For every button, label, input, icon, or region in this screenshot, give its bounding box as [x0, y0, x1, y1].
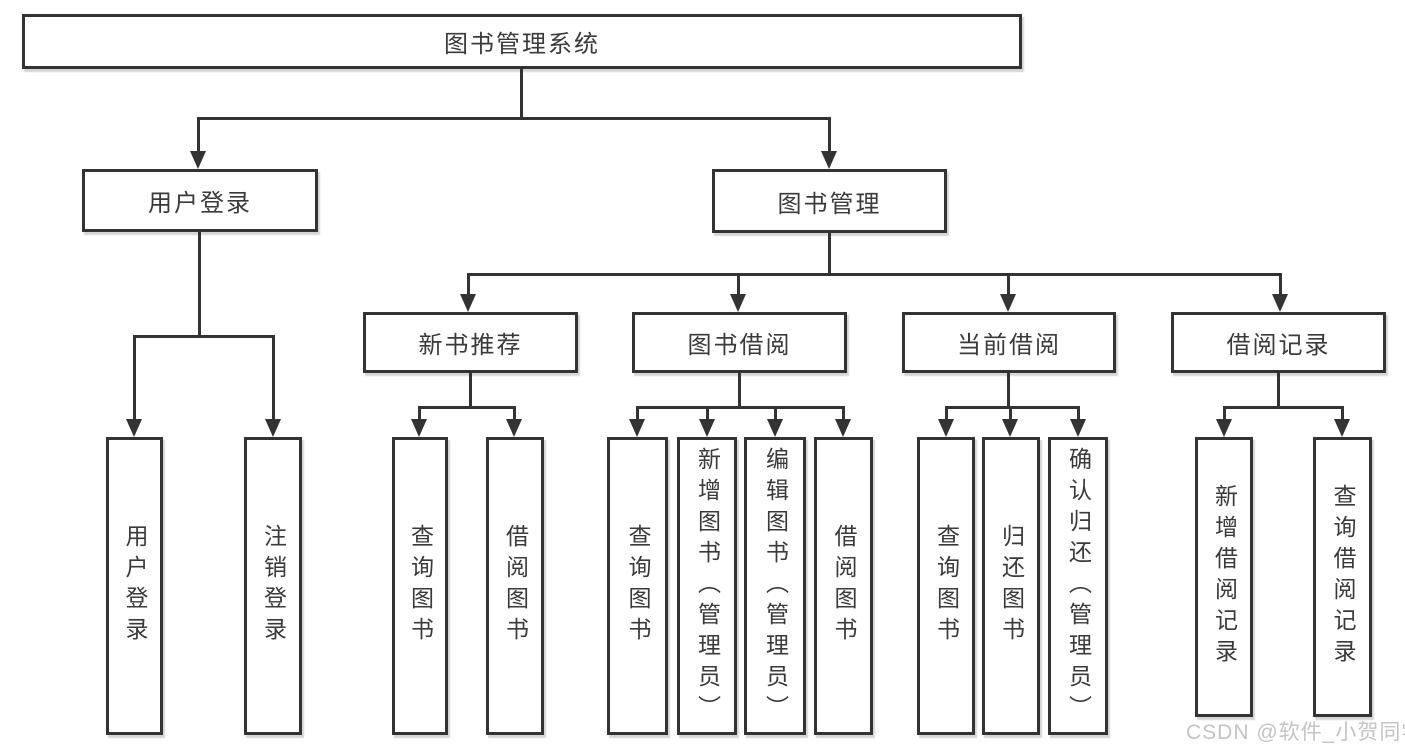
edge-cb-drop-1 — [945, 406, 948, 420]
arrow-to-cb-confirm-return — [1070, 419, 1086, 437]
arrow-to-logout-leaf — [265, 419, 281, 437]
edge-root-rail — [197, 117, 831, 120]
arrow-to-book-borrowing — [730, 294, 746, 312]
edge-cb-stem — [1007, 372, 1010, 409]
edge-bb-drop-2 — [706, 406, 709, 420]
arrow-to-book-management — [821, 151, 837, 169]
csdn-watermark: CSDN @软件_小贺同学 — [1186, 721, 1405, 744]
edge-login-drop-left — [133, 335, 136, 420]
arrow-to-nb-query-books — [411, 419, 427, 437]
edge-br-rail — [1223, 406, 1343, 409]
node-user-login: 用户登录 — [82, 169, 318, 232]
arrow-to-user-login-leaf — [126, 419, 142, 437]
edge-br-drop-1 — [1223, 406, 1226, 420]
edge-nb-drop-1 — [418, 406, 421, 420]
edge-mgmt-drop-3 — [1007, 273, 1010, 295]
arrow-to-new-book-recommend — [460, 294, 476, 312]
leaf-nb-borrow-books: 借阅图书 — [486, 437, 544, 735]
leaf-bb-borrow-books: 借阅图书 — [814, 437, 873, 735]
edge-mgmt-stem — [828, 233, 831, 276]
edge-mgmt-drop-1 — [467, 273, 470, 295]
node-book-management: 图书管理 — [712, 169, 947, 233]
edge-cb-drop-2 — [1009, 406, 1012, 420]
arrow-to-nb-borrow-books — [506, 419, 522, 437]
arrow-to-br-query-record — [1334, 419, 1350, 437]
leaf-bb-add-book-admin: 新增图书（管理员） — [677, 437, 737, 735]
leaf-br-query-record: 查询借阅记录 — [1313, 437, 1372, 717]
edge-cb-drop-3 — [1077, 406, 1080, 420]
arrow-to-bb-edit-book — [767, 419, 783, 437]
arrow-to-current-borrowing — [1000, 294, 1016, 312]
node-root-library-system: 图书管理系统 — [22, 14, 1022, 69]
node-current-borrowing: 当前借阅 — [902, 312, 1116, 373]
edge-nb-drop-2 — [513, 406, 516, 420]
edge-mgmt-rail — [467, 273, 1281, 276]
edge-bb-drop-3 — [774, 406, 777, 420]
edge-login-stem — [198, 232, 201, 338]
arrow-to-user-login — [190, 151, 206, 169]
edge-br-drop-2 — [1341, 406, 1344, 420]
edge-mgmt-drop-4 — [1279, 273, 1282, 295]
leaf-logout: 注销登录 — [244, 437, 302, 735]
arrow-to-bb-query-books — [629, 419, 645, 437]
leaf-bb-query-books: 查询图书 — [607, 437, 668, 735]
edge-bb-stem — [738, 372, 741, 409]
edge-bb-rail — [636, 406, 844, 409]
node-book-borrowing: 图书借阅 — [632, 312, 847, 373]
arrow-to-br-add-record — [1216, 419, 1232, 437]
arrow-to-borrowing-records — [1272, 294, 1288, 312]
edge-nb-stem — [469, 372, 472, 409]
arrow-to-cb-query-books — [938, 419, 954, 437]
edge-bb-drop-4 — [842, 406, 845, 420]
edge-mgmt-drop-2 — [737, 273, 740, 295]
edge-bb-drop-1 — [636, 406, 639, 420]
leaf-cb-confirm-return-admin: 确认归还（管理员） — [1048, 437, 1108, 735]
leaf-user-login: 用户登录 — [106, 437, 163, 735]
edge-root-drop-left — [197, 117, 200, 152]
edge-nb-rail — [418, 406, 515, 409]
edge-cb-rail — [945, 406, 1079, 409]
edge-root-drop-right — [828, 117, 831, 152]
edge-br-stem — [1277, 372, 1280, 409]
edge-root-stem — [520, 69, 523, 120]
arrow-to-cb-return-books — [1002, 419, 1018, 437]
leaf-cb-return-books: 归还图书 — [982, 437, 1040, 735]
leaf-cb-query-books: 查询图书 — [917, 437, 975, 735]
node-new-book-recommend: 新书推荐 — [363, 312, 578, 373]
arrow-to-bb-add-book — [699, 419, 715, 437]
leaf-nb-query-books: 查询图书 — [392, 437, 448, 735]
node-borrowing-records: 借阅记录 — [1171, 312, 1386, 373]
leaf-br-add-record: 新增借阅记录 — [1195, 437, 1253, 717]
leaf-bb-edit-book-admin: 编辑图书（管理员） — [744, 437, 806, 735]
edge-login-drop-right — [272, 335, 275, 420]
arrow-to-bb-borrow-books — [835, 419, 851, 437]
edge-login-rail — [133, 335, 274, 338]
